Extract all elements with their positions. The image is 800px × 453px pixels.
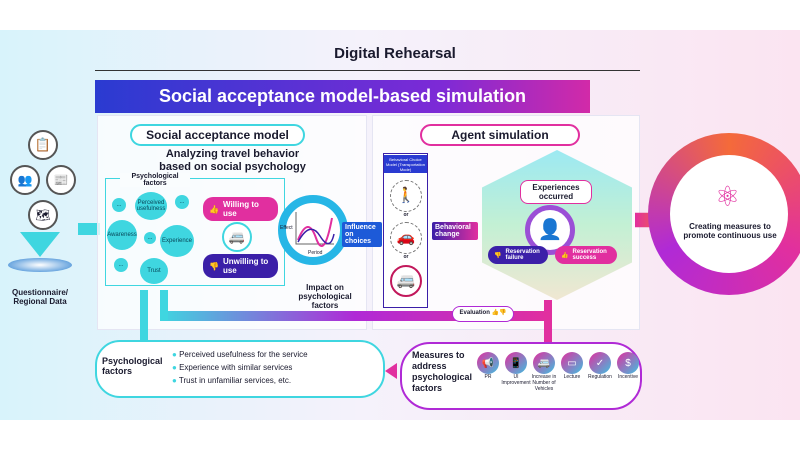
vehicles-icon: 🚐 <box>533 352 555 374</box>
input-icons: 📋 👥 📰 🗺 <box>10 130 78 240</box>
node-perceived-usefulness: Perceived usefulness <box>135 192 167 220</box>
impact-label: Impact on psychological factors <box>298 283 352 310</box>
psych-factors-list: ● Perceived usefulness for the service ●… <box>172 348 308 387</box>
list-item: ● Perceived usefulness for the service <box>172 350 308 359</box>
graph-y-label: Effect <box>280 225 293 231</box>
check-icon: ✓ <box>589 352 611 374</box>
thumbs-down-icon: 👎 <box>209 261 219 271</box>
up-arrow-to-city <box>544 300 552 345</box>
measure-regulation: ✓Regulation <box>586 352 614 392</box>
output-label: Creating measures to promote continuous … <box>683 222 777 240</box>
megaphone-icon: 📢 <box>477 352 499 374</box>
experiences-label: Experiences occurred <box>520 180 592 204</box>
measure-pr: 📢PR <box>474 352 502 392</box>
or-label: or <box>403 212 409 218</box>
effect-curve <box>297 217 333 247</box>
effect-graph <box>295 212 335 247</box>
behavioral-change-arrow: Behavioral change <box>432 222 478 240</box>
node-other: ... <box>144 232 156 244</box>
coin-icon: $ <box>617 352 639 374</box>
up-arrow <box>160 290 168 320</box>
or-label: or <box>403 254 409 260</box>
measures-list: 📢PR 📱UI Improvement 🚐Increase in Number … <box>474 352 642 392</box>
measure-vehicles: 🚐Increase in Number of Vehicles <box>530 352 558 392</box>
divider <box>95 70 640 71</box>
down-arrow-icon <box>20 232 60 257</box>
map-icon: 🗺 <box>28 200 58 230</box>
page-title: Digital Rehearsal <box>334 45 456 62</box>
sam-title: Social acceptance model <box>130 124 305 146</box>
node-trust: Trust <box>140 258 168 284</box>
arrow-left <box>385 363 397 379</box>
node-other: ... <box>114 258 128 272</box>
psych-factors-box <box>95 340 385 398</box>
screen-icon: ▭ <box>561 352 583 374</box>
walk-icon: 🚶 <box>390 180 422 212</box>
psych-factors-title: Psychological factors <box>102 356 163 376</box>
thumbs-down-icon: 👎 <box>494 252 502 259</box>
node-awareness: Awareness <box>107 220 137 250</box>
list-item: ● Trust in unfamiliar services, etc. <box>172 376 292 385</box>
node-experience: Experience <box>160 225 194 257</box>
car-icon: 🚗 <box>390 222 422 254</box>
node-other: ... <box>112 198 126 212</box>
measure-incentive: $Incentive <box>614 352 642 392</box>
people-icon: 👥 <box>10 165 40 195</box>
effect-curve-2 <box>297 228 335 245</box>
factors-label: Psychological factors <box>120 173 190 187</box>
arrow-to-model <box>78 223 100 235</box>
evaluation-feedback-arrow <box>160 311 550 321</box>
graph-x-label: Period <box>308 250 323 256</box>
measure-ui: 📱UI Improvement <box>501 352 531 392</box>
output-ring <box>648 133 800 295</box>
van-icon: 🚐 <box>222 222 252 252</box>
reservation-success-tag: 👍Reservation success <box>555 246 617 264</box>
measures-title: Measures to address psychological factor… <box>412 350 473 393</box>
node-other: ... <box>175 195 189 209</box>
platform <box>8 258 72 272</box>
thumbs-icons: 👍👎 <box>491 310 507 316</box>
input-label: Questionnaire/ Regional Data <box>11 288 68 306</box>
evaluation-label: Evaluation 👍👎 <box>452 306 514 322</box>
sam-subtitle: Analyzing travel behavior based on socia… <box>159 148 306 173</box>
ondemand-van-icon: 🚐 <box>390 265 422 297</box>
choice-model-label: Behavioral Choice Model (Transportation … <box>384 155 427 173</box>
atom-icon: ⚛ <box>715 181 741 212</box>
list-item: ● Experience with similar services <box>172 363 293 372</box>
influence-arrow: Influence on choices <box>342 222 382 247</box>
agent-title: Agent simulation <box>420 124 580 146</box>
thumbs-up-icon: 👍 <box>209 204 219 214</box>
clipboard-icon: 📋 <box>28 130 58 160</box>
graph-axes <box>295 212 334 245</box>
phone-icon: 📱 <box>505 352 527 374</box>
thumbs-up-icon: 👍 <box>561 252 569 259</box>
measure-lecture: ▭Lecture <box>558 352 586 392</box>
willing-tag: 👍Willing to use <box>203 197 278 221</box>
newspaper-icon: 📰 <box>46 165 76 195</box>
reservation-failure-tag: 👎Reservation failure <box>488 246 548 264</box>
simulation-banner: Social acceptance model-based simulation <box>95 80 590 113</box>
unwilling-tag: 👎Unwilling to use <box>203 254 278 278</box>
up-arrow <box>140 290 148 340</box>
